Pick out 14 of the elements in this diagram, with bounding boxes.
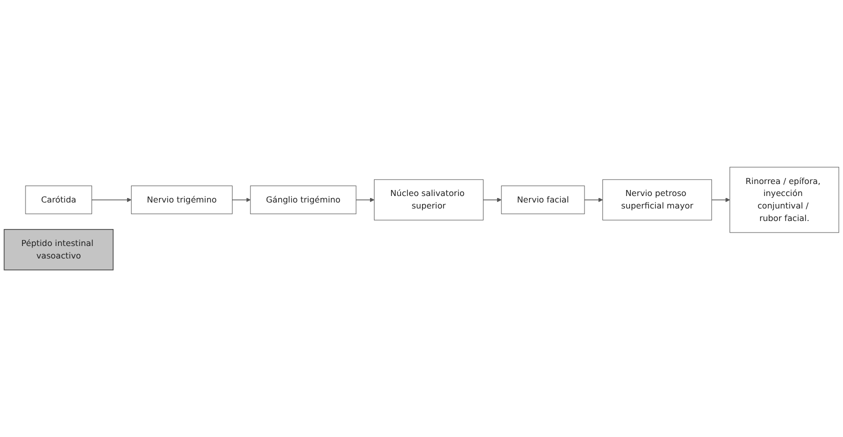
arrow [584,198,603,202]
node-box: Rinorrea / epífora, inyección conjuntival / rubor facial. [730,166,840,233]
node-box: Nervio trigémino [131,186,232,214]
node-box: Carótida [25,186,92,214]
node-box: Péptido intestinal vasoactivo [4,229,114,270]
node-box: Gánglio trigémino [250,186,356,214]
arrow [711,198,730,202]
arrow [482,198,502,202]
node-box: Nervio facial [501,186,585,214]
arrow [232,198,251,202]
node-box: Nervio petroso superficial mayor [602,179,712,220]
node-box: Núcleo salivatorio superior [374,179,484,220]
arrow [91,198,132,202]
arrow [356,198,374,202]
